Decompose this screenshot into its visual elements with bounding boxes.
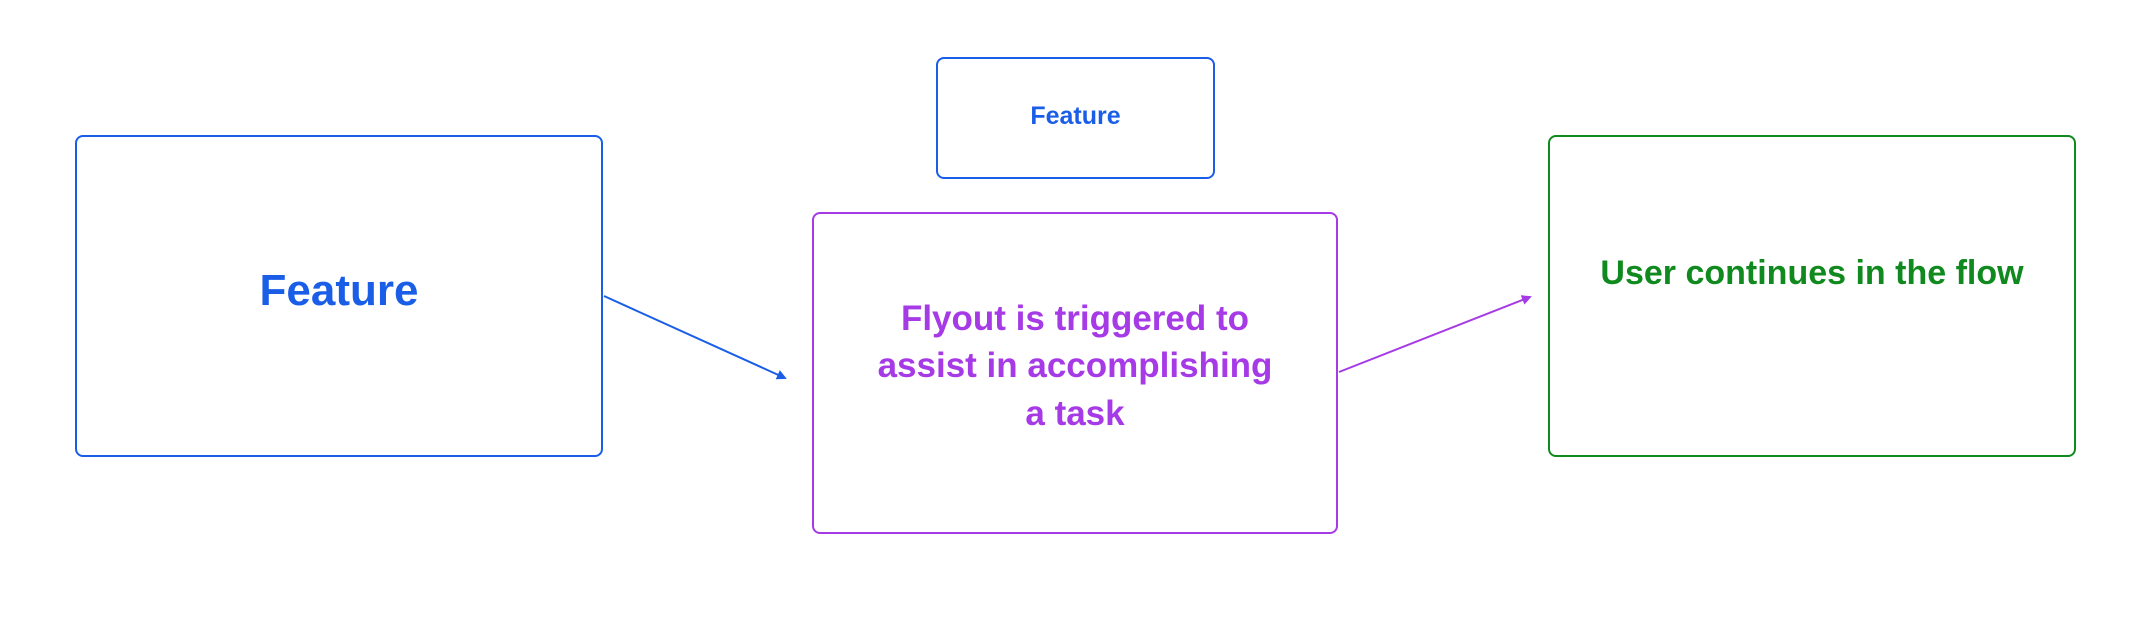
user-continues-node-label: User continues in the flow [1600,254,2024,292]
feature-node-top: Feature [936,57,1215,179]
user-continues-node: User continues in the flow [1548,135,2076,457]
flyout-node-label: Flyout is triggered to assist in accompl… [877,298,1273,433]
arrow-feature-to-flyout [603,295,787,380]
feature-node-left: Feature [75,135,603,457]
feature-node-top-label: Feature [1030,102,1121,130]
flyout-node: Flyout is triggered to assist in accompl… [812,212,1338,534]
arrow-flyout-to-user [1338,295,1532,373]
feature-node-left-label: Feature [259,265,419,315]
